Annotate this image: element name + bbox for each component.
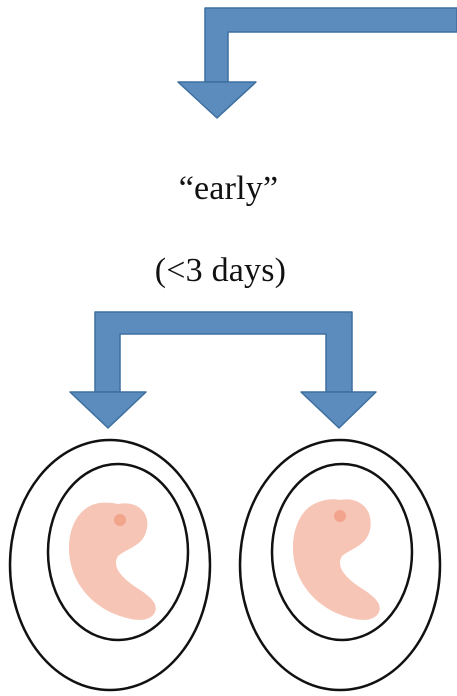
right-embryo-spot bbox=[334, 510, 346, 522]
left-inner-ring bbox=[46, 462, 190, 642]
left-outer-ring bbox=[8, 438, 212, 692]
left-down-arrow-icon bbox=[69, 391, 147, 429]
embryo-icon bbox=[68, 502, 156, 620]
right-down-arrow-icon bbox=[300, 391, 377, 429]
right-inner-ring bbox=[270, 462, 414, 642]
incoming-arrow bbox=[177, 7, 457, 119]
right-embryo-sac bbox=[238, 438, 442, 692]
embryo-icon bbox=[292, 499, 380, 620]
left-embryo-sac bbox=[8, 438, 212, 692]
incoming-arrow-shaft bbox=[204, 7, 457, 83]
left-embryo-spot bbox=[114, 514, 126, 526]
bracket-arrow-icon bbox=[94, 311, 353, 393]
duration-label: (<3 days) bbox=[154, 252, 287, 289]
split-arrow bbox=[69, 311, 377, 429]
timing-label: “early” bbox=[178, 170, 279, 207]
right-outer-ring bbox=[238, 438, 442, 692]
down-arrow-icon bbox=[177, 81, 257, 119]
